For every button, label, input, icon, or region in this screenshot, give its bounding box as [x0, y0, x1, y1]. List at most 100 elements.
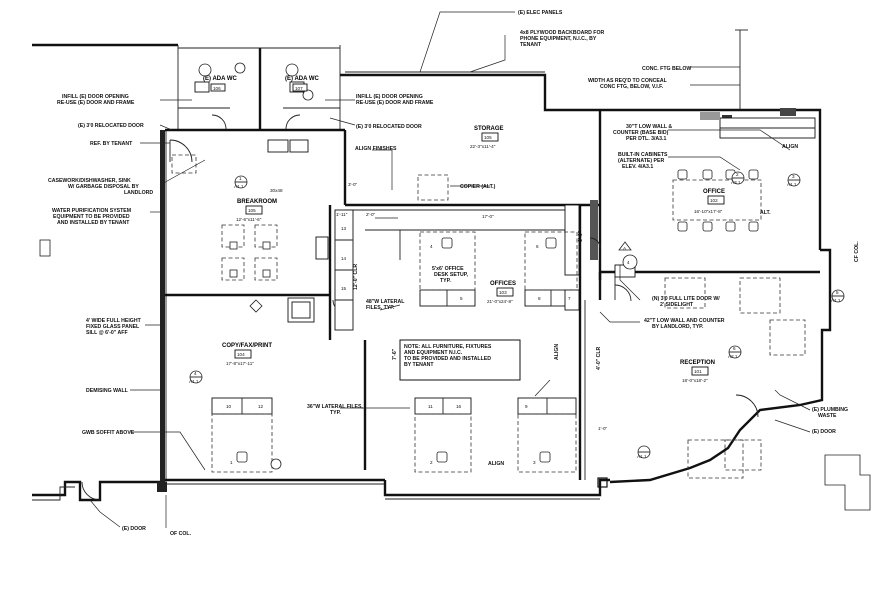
tag-door-4: 4	[627, 260, 630, 265]
note-counter-low-2: BY LANDLORD, TYP.	[652, 324, 704, 330]
dim-30x48: 30x48	[270, 188, 283, 193]
tag-3: 3	[792, 174, 795, 179]
note-water-3: AND INSTALLED BY TENANT	[57, 220, 130, 226]
desk-num-3: 3	[533, 460, 536, 465]
desk-num-10: 10	[226, 404, 232, 409]
desk-num-12: 12	[258, 404, 264, 409]
dim-6-0: 6'-0"	[578, 230, 584, 242]
note-e-door-right: (E) DOOR	[812, 429, 836, 435]
room-ada-left-name: (E) ADA WC	[203, 76, 238, 82]
note-glass-1: 4' WIDE FULL HEIGHT	[86, 318, 142, 324]
note-low-wall-1: 30"T LOW WALL &	[626, 124, 672, 130]
dimension-text: 17'-0" 2'-0" 1'-11" 3'-0" 30x48 7'-6" 1'…	[270, 182, 608, 431]
desk-num-5: 5	[460, 296, 463, 301]
room-offices-num: 103	[499, 290, 507, 295]
note-lateral-1: 48"W LATERAL	[366, 299, 405, 305]
room-tags: (E) ADA WC 106 (E) ADA WC 107 STORAGE 10…	[203, 76, 725, 383]
note-low-wall-2: COUNTER (BASE BID)	[613, 130, 669, 136]
note-align-bottom: ALIGN	[488, 461, 504, 467]
room-ada-right-num: 107	[295, 86, 303, 91]
room-breakroom-dim: 12'-6"x11'-6"	[236, 217, 262, 222]
note-gwb: GWB SOFFIT ABOVE	[82, 430, 135, 436]
leader-lines	[89, 11, 811, 528]
note-plywood-1: 4x8 PLYWOOD BACKBOARD FOR	[520, 30, 605, 36]
room-office-name: OFFICE	[703, 189, 725, 195]
note-office-setup-2: DESK SETUP,	[434, 272, 468, 278]
note-water-1: WATER PURIFICATION SYSTEM	[52, 208, 131, 214]
door-swings	[81, 114, 759, 501]
note-plumbing-1: (E) PLUMBING	[812, 407, 848, 413]
tag-sheet-b: A1.1	[189, 379, 199, 384]
note-align: ALIGN	[782, 144, 798, 150]
tag-sheet-a: A1.1	[234, 184, 244, 189]
note-relocated-left: (E) 3'0 RELOCATED DOOR	[78, 123, 144, 129]
note-infill-right-1: INFILL (E) DOOR OPENING	[356, 94, 423, 100]
right-edge-shape	[824, 454, 871, 511]
desk-num-9: 9	[525, 404, 528, 409]
note-builtin-1: BUILT-IN CABINETS	[618, 152, 668, 158]
dim-2-0: 2'-0"	[366, 212, 376, 217]
tag-6: 6	[733, 346, 736, 351]
tag-1: 1	[239, 176, 242, 181]
note-glass-2: FIXED GLASS PANEL	[86, 324, 140, 330]
desk-num-2: 2	[430, 460, 433, 465]
note-builtin-3: ELEV. 4/A3.1	[622, 164, 653, 170]
room-storage-name: STORAGE	[474, 126, 504, 132]
note-infill-left-2: RE-USE (E) DOOR AND FRAME	[57, 100, 135, 106]
note-office-setup-1: 5'x6' OFFICE	[432, 266, 464, 272]
room-offices-dim: 21'-0"x24'-8"	[487, 299, 513, 304]
room-reception-num: 101	[694, 369, 702, 374]
room-offices-name: OFFICES	[490, 281, 516, 287]
note-plywood-2: PHONE EQUIPMENT, N.I.C., BY	[520, 36, 597, 42]
tag-sheet-c: A3.1	[731, 180, 741, 185]
room-copy-num: 104	[237, 352, 245, 357]
note-of-col: OF COL.	[170, 531, 192, 537]
note-relocated-right: (E) 3'0 RELOCATED DOOR	[356, 124, 422, 130]
note-clr-2: 4'-0" CLR	[596, 346, 602, 370]
desk-num-6: 6	[536, 244, 539, 249]
breakroom-furniture	[221, 224, 329, 323]
note-box	[399, 339, 521, 381]
note-full-lite-2: 2' SIDELIGHT	[660, 302, 694, 308]
note-infill-left-1: INFILL (E) DOOR OPENING	[62, 94, 129, 100]
note-plumbing-2: WASTE	[818, 413, 837, 419]
dim-1-11: 1'-11"	[336, 212, 348, 217]
desk-num-11: 11	[428, 404, 433, 409]
desk-num-13: 13	[341, 226, 347, 231]
tag-sheet-d: A1.1	[787, 182, 797, 187]
note-plywood-3: TENANT	[520, 42, 542, 48]
note-ref-tenant: REF. BY TENANT	[90, 141, 133, 147]
desk-num-15: 15	[341, 286, 347, 291]
room-ada-right-name: (E) ADA WC	[285, 76, 320, 82]
lateral-files	[211, 204, 580, 415]
desk-num-8: 8	[538, 296, 541, 301]
tag-5: 5	[836, 290, 839, 295]
room-storage-dim: 22'-3"x11'-4"	[470, 144, 496, 149]
tag-text: 1 A1.1 4 A1.1 2 A3.1 3 A1.1 5 A1.1 6 A2.…	[189, 172, 841, 459]
dim-7-6: 7'-6"	[392, 348, 398, 360]
note-casework-3: LANDLORD	[124, 190, 153, 196]
note-widen-2: CONC FTG, BELOW, V.I.F.	[600, 84, 664, 90]
desk-num-1: 1	[230, 460, 233, 465]
tag-sheet-e: A1.1	[831, 298, 841, 303]
note-glass-3: SILL @ 6'-0" AFF	[86, 330, 128, 336]
dim-3-0: 3'-0"	[348, 182, 358, 187]
tag-2: 2	[736, 172, 739, 177]
note-cf-col: CF COL.	[854, 241, 860, 262]
note-e-door-bottom: (E) DOOR	[122, 526, 146, 532]
note-alt: ALT.	[760, 210, 771, 216]
tag-sheet-f: A2.1	[728, 354, 738, 359]
note-office-setup-3: TYP.	[440, 278, 451, 284]
wall-linework	[32, 43, 832, 502]
note-furniture-1: NOTE: ALL FURNITURE, FIXTURES	[404, 344, 492, 350]
room-office-dim: 16'-10"x17'-8"	[694, 209, 723, 214]
room-breakroom-num: 105	[248, 208, 256, 213]
tag-door-a: A	[623, 246, 627, 251]
note-furniture-4: BY TENANT	[404, 362, 434, 368]
note-casework-2: W/ GARBAGE DISPOSAL BY	[68, 184, 139, 190]
note-water-2: EQUIPMENT TO BE PROVIDED	[53, 214, 130, 220]
note-infill-right-2: RE-USE (E) DOOR AND FRAME	[356, 100, 434, 106]
note-full-lite-1: (N) 3'0 FULL LITE DOOR W/	[652, 296, 720, 302]
dim-17-0: 17'-0"	[482, 214, 494, 219]
